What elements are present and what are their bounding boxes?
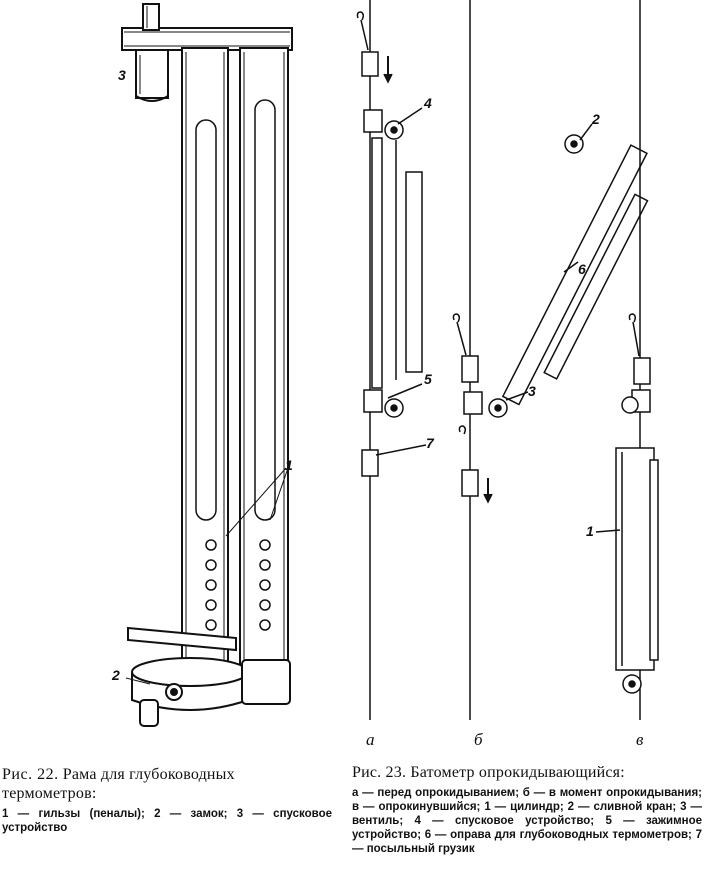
figure-22-caption: Рис. 22. Рама для глубоководных термомет…	[2, 765, 332, 835]
figure-22-legend: 1 — гильзы (пеналы); 2 — замок; 3 — спус…	[2, 808, 332, 834]
fig23-label-2: 2	[591, 111, 600, 127]
fig23-label-1: 1	[586, 523, 594, 539]
fig23-sublabel-a: а	[366, 730, 375, 749]
figure-23-title: Рис. 23. Батометр опрокидывающийся:	[352, 764, 625, 781]
figure-23-caption: Рис. 23. Батометр опрокидывающийся: а — …	[352, 763, 702, 856]
fig23-label-4: 4	[423, 95, 432, 111]
fig23-label-7: 7	[426, 435, 435, 451]
figure-22-title-text: Рама для глубоководных термометров:	[2, 766, 235, 802]
fig23-label-6: 6	[578, 261, 586, 277]
figure-22-title: Рис. 22. Рама для глубоководных термомет…	[2, 765, 332, 803]
figure-23-drawing: 4 5 7 2 6 3 1 а б в	[330, 0, 706, 760]
fig22-label-2: 2	[111, 667, 120, 683]
fig22-label-1: 1	[285, 457, 293, 473]
figure-22-number: Рис. 22.	[2, 766, 59, 783]
figure-23-legend: а — перед опрокидыванием; б — в момент о…	[352, 787, 702, 855]
fig23-label-5: 5	[424, 371, 432, 387]
fig23-sublabel-b: б	[474, 730, 483, 749]
figure-22-drawing: 3 1 2	[0, 0, 330, 745]
fig23-sublabel-v: в	[636, 730, 644, 749]
fig23-label-3: 3	[528, 383, 536, 399]
fig22-label-3: 3	[118, 67, 126, 83]
